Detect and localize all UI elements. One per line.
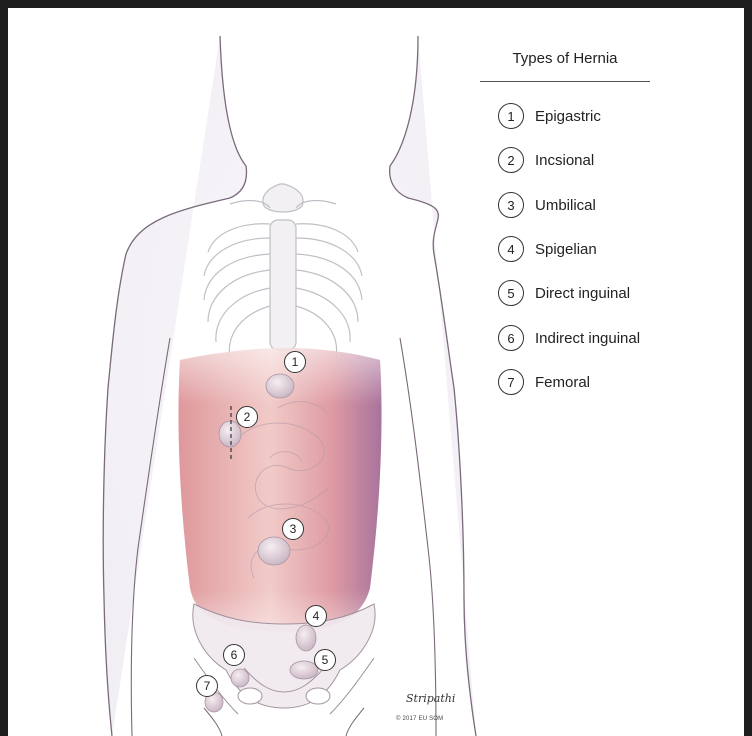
legend-number: 7 <box>498 369 524 395</box>
legend-item-epigastric: 1 Epigastric <box>498 101 601 131</box>
figure-frame: 1 2 3 4 5 6 7 Types of Hernia 1 Epigastr… <box>8 8 744 736</box>
legend-number: 1 <box>498 103 524 129</box>
legend-number: 5 <box>498 280 524 306</box>
hernia-bulge-4 <box>296 625 316 651</box>
legend-number: 2 <box>498 147 524 173</box>
hernia-bulge-6 <box>231 669 249 687</box>
legend-label: Spigelian <box>535 241 597 258</box>
legend-item-incisional: 2 Incsional <box>498 145 594 175</box>
rib-cage <box>204 184 362 358</box>
marker-2: 2 <box>236 406 258 428</box>
marker-6: 6 <box>223 644 245 666</box>
legend-label: Indirect inguinal <box>535 330 640 347</box>
artist-signature: Stripathi <box>406 692 455 705</box>
hernia-bulge-1 <box>266 374 294 398</box>
right-arm-inner <box>400 338 436 736</box>
hernia-bulge-3 <box>258 537 290 565</box>
legend-number: 6 <box>498 325 524 351</box>
legend-item-femoral: 7 Femoral <box>498 367 590 397</box>
hernia-bulge-2 <box>219 421 241 447</box>
anatomy-illustration <box>8 8 744 736</box>
legend-item-direct-inguinal: 5 Direct inguinal <box>498 278 630 308</box>
legend-number: 3 <box>498 192 524 218</box>
legend-label: Umbilical <box>535 197 596 214</box>
legend-item-umbilical: 3 Umbilical <box>498 190 596 220</box>
legend-label: Incsional <box>535 152 594 169</box>
marker-7: 7 <box>196 675 218 697</box>
legend-divider <box>480 81 650 82</box>
legend-item-spigelian: 4 Spigelian <box>498 234 597 264</box>
marker-4: 4 <box>305 605 327 627</box>
legend-number: 4 <box>498 236 524 262</box>
copyright-text: © 2017 EU SOM <box>396 716 443 722</box>
marker-1: 1 <box>284 351 306 373</box>
marker-3: 3 <box>282 518 304 540</box>
legend-title: Types of Hernia <box>480 50 650 67</box>
legend-label: Femoral <box>535 374 590 391</box>
marker-5: 5 <box>314 649 336 671</box>
legend-label: Direct inguinal <box>535 285 630 302</box>
legend-label: Epigastric <box>535 108 601 125</box>
legend-item-indirect-inguinal: 6 Indirect inguinal <box>498 323 640 353</box>
